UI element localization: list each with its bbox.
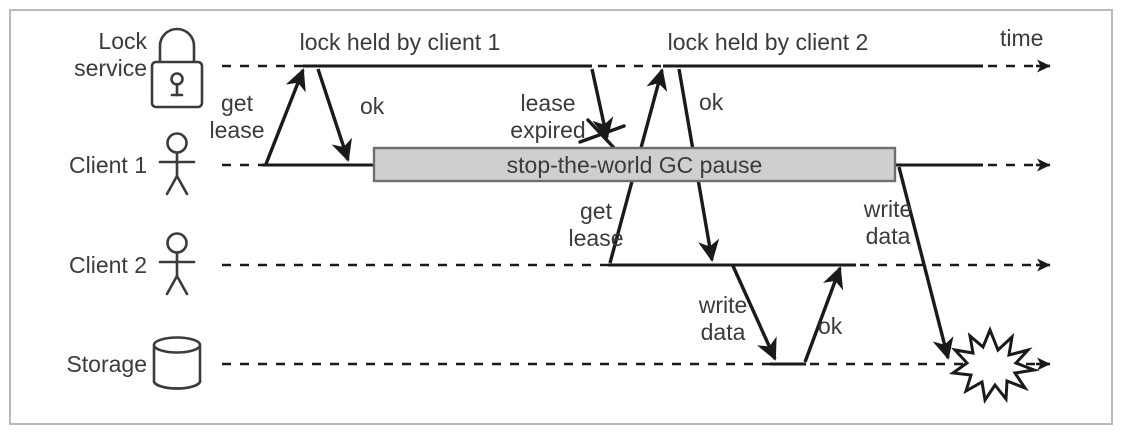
message-label-lease-expired-line1: lease [520, 90, 576, 116]
database-cylinder-icon [152, 336, 202, 390]
lease-expired-cross-mark [578, 118, 626, 152]
message-label-lease-expired-line2: expired [510, 117, 586, 143]
span-label-lock-held-client-1: lock held by client 1 [299, 29, 501, 55]
message-label-write-data-client-2-line2: data [700, 319, 746, 345]
message-label-get-lease-1-line1: get [221, 90, 253, 116]
time-axis-label: time [1000, 25, 1044, 51]
message-ok-1-arrow [316, 68, 352, 162]
message-label-ok-storage: ok [818, 313, 843, 339]
message-label-lease-expired: lease expired [500, 90, 596, 144]
diagram-frame [9, 9, 1113, 425]
message-label-write-data-client-1-line2: data [865, 223, 911, 249]
lifeline-label-lock-service-line2: service [74, 55, 147, 81]
message-write-data-client-2-arrow [731, 265, 777, 361]
stop-the-world-gc-pause-label: stop-the-world GC pause [506, 152, 763, 178]
lifeline-label-client-1: Client 1 [69, 152, 147, 178]
lifeline-label-lock-service-line1: Lock [98, 28, 147, 54]
stick-figure-icon [158, 232, 196, 296]
message-label-ok-1: ok [360, 93, 385, 119]
message-get-lease-1-arrow [264, 68, 306, 165]
stop-the-world-gc-pause-box [372, 146, 897, 183]
stick-figure-icon [158, 132, 196, 196]
message-ok-storage-arrow [803, 266, 844, 363]
lifeline-label-client-2: Client 2 [69, 252, 147, 278]
message-label-get-lease-1-line2: lease [209, 117, 265, 143]
message-label-get-lease-1: get lease [192, 90, 282, 144]
message-label-write-data-client-2-line1: write [698, 292, 748, 318]
message-label-get-lease-2-line2: lease [568, 225, 624, 251]
lifeline-label-lock-service: Lock service [0, 28, 147, 82]
message-label-ok-2: ok [699, 89, 724, 115]
message-label-write-data-client-2: write data [678, 292, 768, 346]
padlock-icon [150, 27, 204, 109]
message-write-data-client-1-arrow [897, 166, 954, 360]
message-label-get-lease-2-line1: get [580, 198, 612, 224]
message-lease-expired-arrow [590, 68, 614, 140]
message-label-write-data-client-1: write data [843, 196, 933, 250]
message-label-write-data-client-1-line1: write [863, 196, 913, 222]
conflict-explosion-starburst-icon [948, 326, 1040, 404]
message-label-get-lease-2: get lease [551, 198, 641, 252]
lifeline-label-storage: Storage [66, 351, 147, 377]
span-label-lock-held-client-2: lock held by client 2 [667, 29, 869, 55]
